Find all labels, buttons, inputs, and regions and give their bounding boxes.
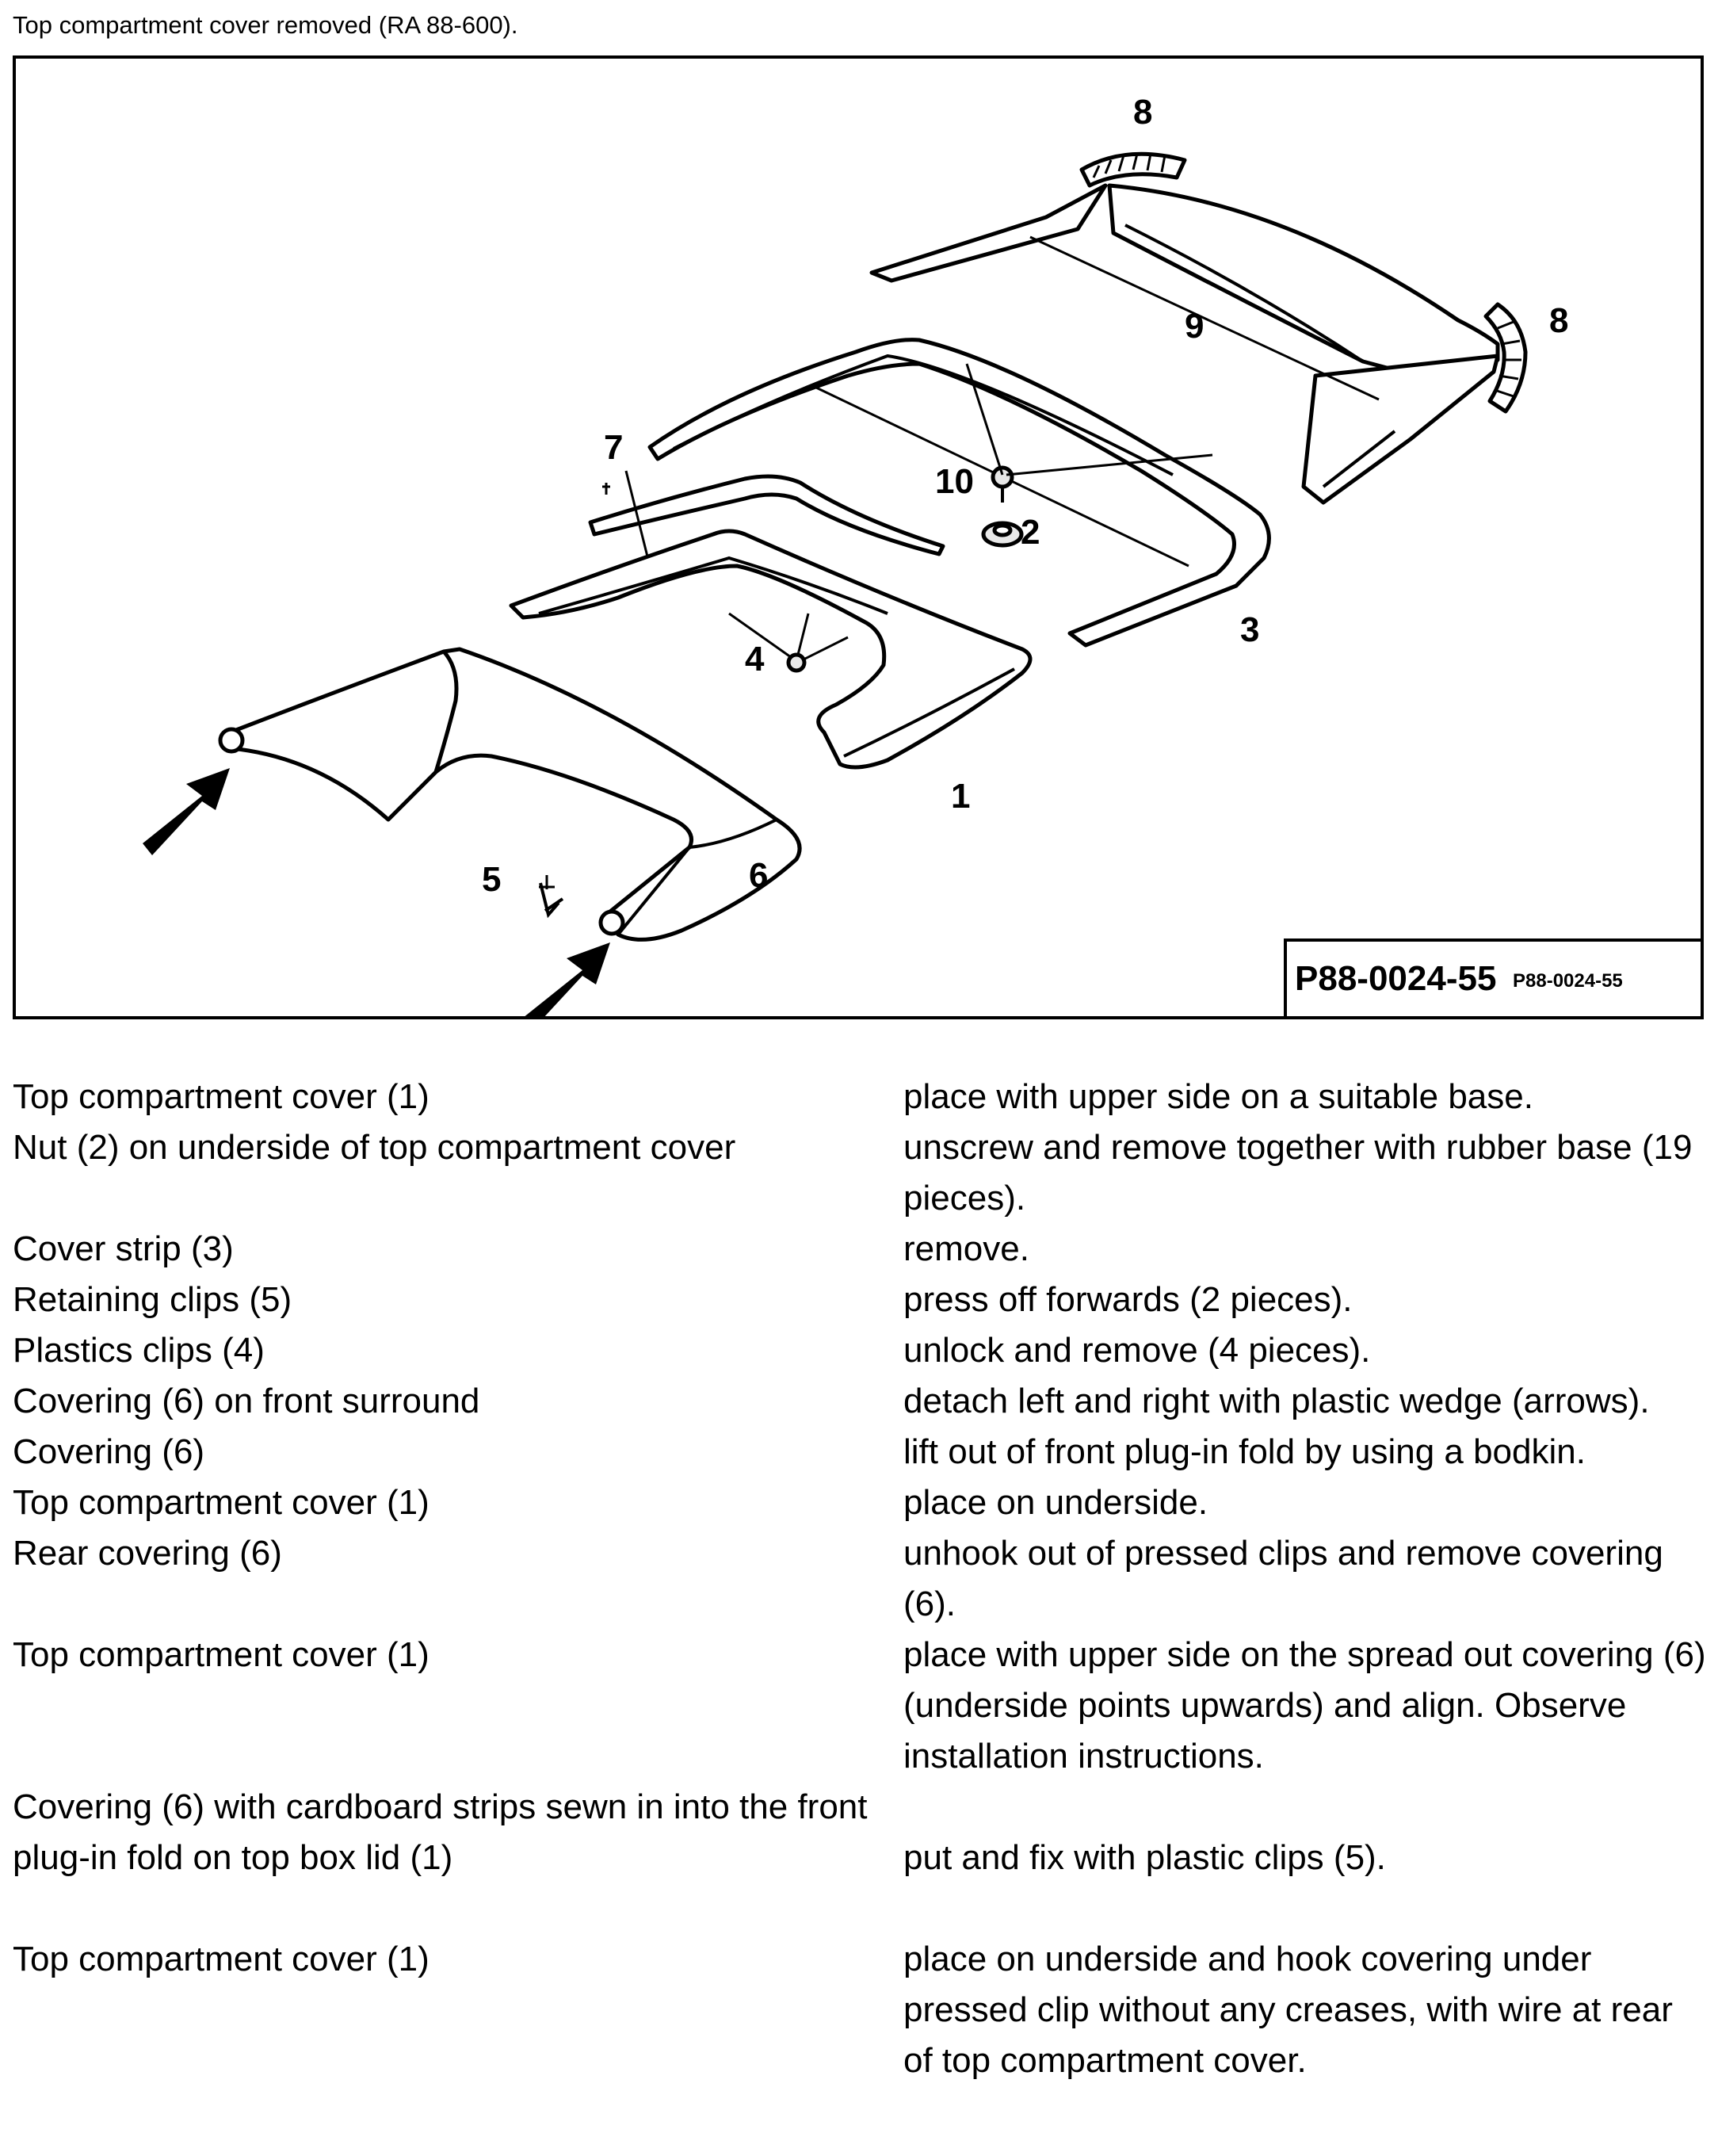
part-10-bolt-drawing — [965, 363, 1213, 503]
exploded-view-figure: 1 2 3 4 5 6 7 8 8 9 10 P88-0024-55 P88-0… — [13, 55, 1704, 1019]
step-part: Covering (6) — [13, 1432, 205, 1471]
part-7-drawing — [588, 470, 945, 567]
step-part: Cover strip (3) — [13, 1229, 234, 1268]
part-6-drawing — [218, 647, 802, 942]
arrow-left — [143, 768, 230, 855]
callout-8-right: 8 — [1549, 301, 1568, 340]
exploded-diagram: 1 2 3 4 5 6 7 8 8 9 10 — [143, 93, 1568, 1016]
step-part: Top compartment cover (1) — [13, 1077, 430, 1116]
step-action: place with upper side on the spread out … — [903, 1635, 1716, 1776]
step-part: Nut (2) on underside of top compartment … — [13, 1128, 736, 1167]
step-action: unhook out of pressed clips and remove c… — [903, 1534, 1674, 1623]
step-row: Nut (2) on underside of top compartment … — [13, 1122, 1708, 1224]
figure-reference-box: P88-0024-55 P88-0024-55 — [1284, 938, 1701, 1016]
callout-4: 4 — [745, 640, 765, 679]
part-9-drawing — [869, 183, 1500, 505]
part-2-nut-drawing — [981, 521, 1024, 548]
part-8-top-drawing — [1079, 151, 1187, 188]
step-row: Top compartment cover (1) place with upp… — [13, 1630, 1708, 1782]
step-row: Retaining clips (5) press off forwards (… — [13, 1275, 1708, 1325]
step-row: Top compartment cover (1) place on under… — [13, 1477, 1708, 1528]
step-row: Top compartment cover (1) place with upp… — [13, 1072, 1708, 1122]
figure-reference-small: P88-0024-55 — [1513, 970, 1623, 992]
callout-7: 7 — [604, 428, 623, 467]
step-action: place with upper side on a suitable base… — [903, 1077, 1533, 1116]
callout-10: 10 — [935, 462, 974, 501]
callout-3: 3 — [1240, 610, 1259, 649]
step-part: Covering (6) with cardboard strips sewn … — [13, 1787, 877, 1877]
step-row: Covering (6) on front surround detach le… — [13, 1376, 1708, 1427]
step-action: press off forwards (2 pieces). — [903, 1280, 1353, 1319]
step-part: Covering (6) on front surround — [13, 1382, 480, 1420]
step-action: place on underside and hook covering und… — [903, 1940, 1683, 2080]
callout-5: 5 — [482, 860, 501, 899]
callout-8-top: 8 — [1133, 93, 1152, 132]
part-5-clip-drawing — [539, 875, 564, 919]
callout-6: 6 — [749, 856, 768, 895]
callout-9: 9 — [1185, 307, 1204, 346]
step-row: Covering (6) with cardboard strips sewn … — [13, 1782, 1708, 1883]
step-part: Top compartment cover (1) — [13, 1635, 430, 1674]
step-part: Top compartment cover (1) — [13, 1483, 430, 1522]
arrow-right — [525, 942, 610, 1016]
part-1-drawing — [509, 529, 1033, 770]
step-row: Plastics clips (4) unlock and remove (4 … — [13, 1325, 1708, 1376]
step-part: Retaining clips (5) — [13, 1280, 292, 1319]
part-8-right-drawing — [1483, 302, 1528, 414]
step-row: Covering (6) lift out of front plug-in f… — [13, 1427, 1708, 1477]
step-part: Top compartment cover (1) — [13, 1940, 430, 1978]
procedure-steps: Top compartment cover (1) place with upp… — [13, 1072, 1708, 2086]
step-row: Cover strip (3) remove. — [13, 1224, 1708, 1275]
step-part: Rear covering (6) — [13, 1534, 282, 1573]
step-action: lift out of front plug-in fold by using … — [903, 1432, 1586, 1471]
step-action: unscrew and remove together with rubber … — [903, 1128, 1702, 1218]
step-action: unlock and remove (4 pieces). — [903, 1331, 1371, 1370]
callout-1: 1 — [951, 777, 970, 816]
figure-reference-main: P88-0024-55 — [1295, 959, 1497, 998]
step-row: Rear covering (6) unhook out of pressed … — [13, 1528, 1708, 1630]
step-action: put and fix with plastic clips (5). — [903, 1838, 1386, 1877]
step-row: Top compartment cover (1) place on under… — [13, 1934, 1708, 2086]
step-part: Plastics clips (4) — [13, 1331, 265, 1370]
step-action: place on underside. — [903, 1483, 1208, 1522]
callout-2: 2 — [1021, 513, 1040, 552]
step-action: detach left and right with plastic wedge… — [903, 1382, 1650, 1420]
page-header: Top compartment cover removed (RA 88-600… — [13, 11, 518, 39]
step-action: remove. — [903, 1229, 1029, 1268]
